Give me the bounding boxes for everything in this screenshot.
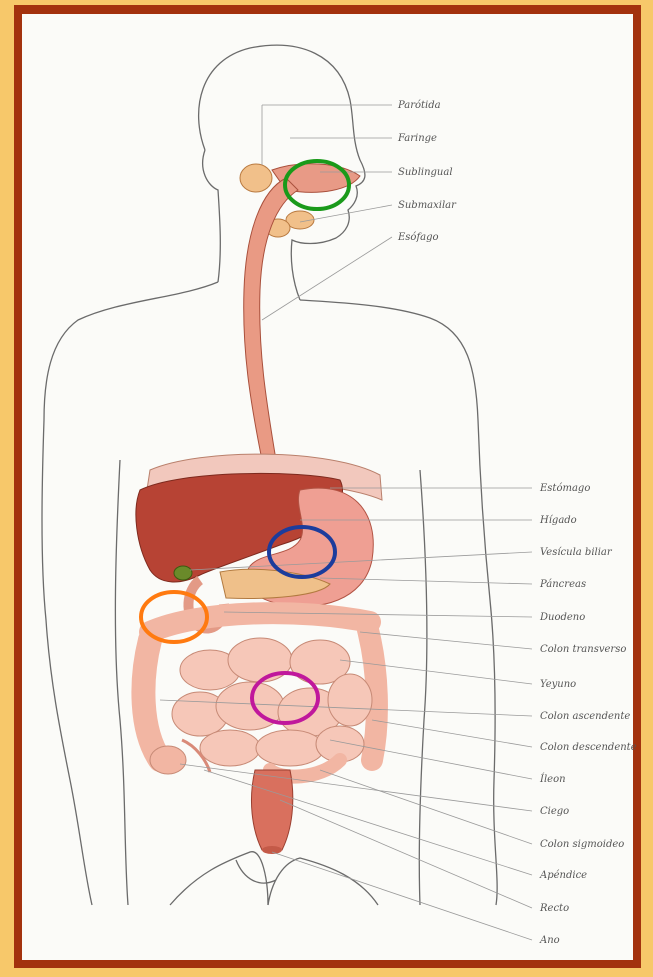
label-colon-sigmoideo: Colon sigmoideo <box>540 839 624 850</box>
label-estomago: Estómago <box>539 483 590 494</box>
cecum <box>150 746 186 774</box>
gallbladder <box>174 566 192 580</box>
label-colon-transverso: Colon transverso <box>540 644 626 655</box>
label-ileon: Íleon <box>539 773 566 785</box>
rectum <box>251 770 292 850</box>
label-higado: Hígado <box>539 515 577 526</box>
label-sublingual: Sublingual <box>398 167 453 178</box>
label-ciego: Ciego <box>540 806 569 817</box>
label-recto: Recto <box>539 903 569 914</box>
label-colon-descendente: Colon descendente <box>540 742 637 753</box>
label-pancreas: Páncreas <box>539 579 586 590</box>
label-yeyuno: Yeyuno <box>540 679 576 690</box>
label-parotida: Parótida <box>397 100 441 111</box>
label-faringe: Faringe <box>397 133 437 144</box>
label-submaxilar: Submaxilar <box>398 200 457 211</box>
label-ano: Ano <box>539 935 560 946</box>
parotid-gland <box>240 164 272 192</box>
label-duodeno: Duodeno <box>539 612 585 623</box>
label-apendice: Apéndice <box>539 870 587 881</box>
label-colon-ascendente: Colon ascendente <box>540 711 630 722</box>
anus <box>262 846 282 854</box>
label-vesicula-biliar: Vesícula biliar <box>540 547 613 558</box>
label-esofago: Esófago <box>397 232 439 243</box>
